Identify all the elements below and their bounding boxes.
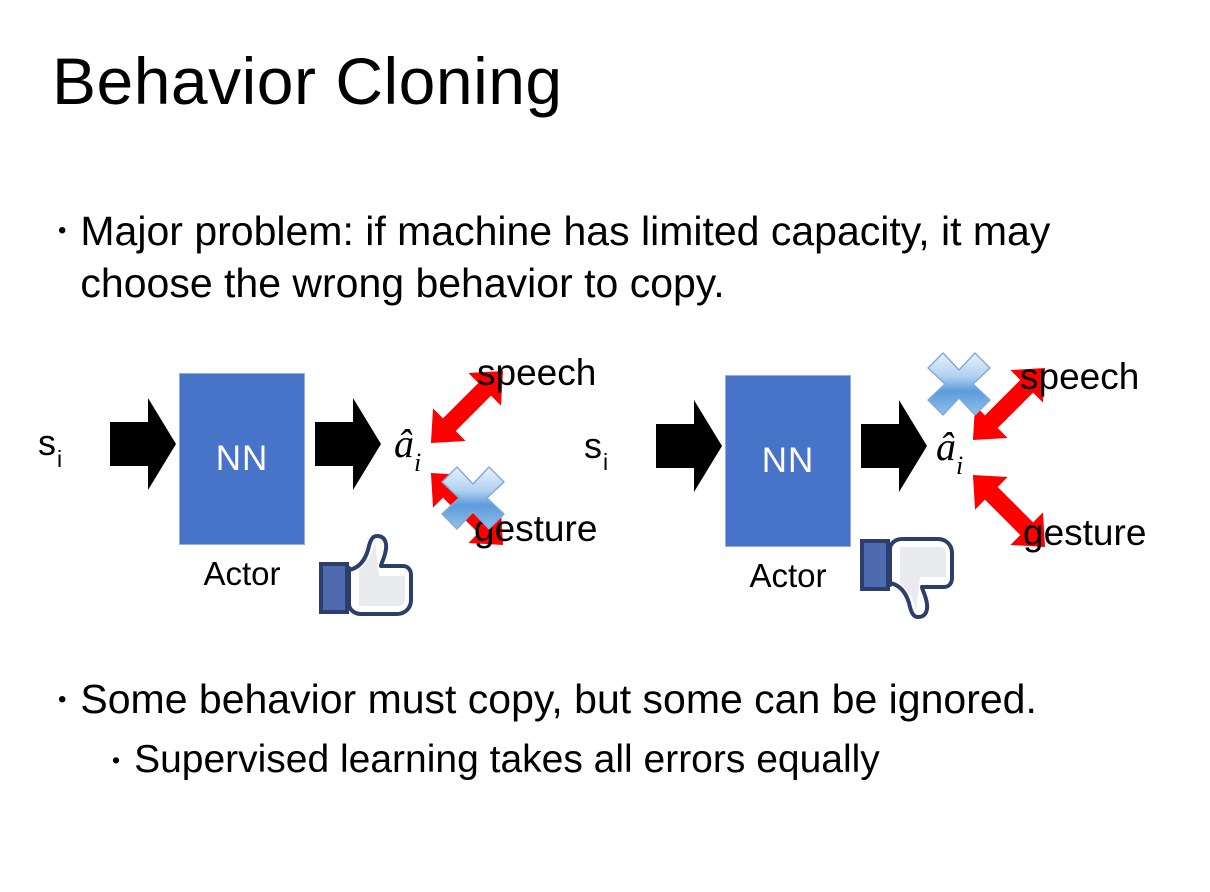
action-label-left: âi [394, 421, 422, 477]
input-arrow-left [110, 398, 176, 490]
diagram-right: si NN Actor âi [568, 340, 1146, 640]
action-label-right: âi [936, 424, 964, 480]
thumbs-down-icon [856, 527, 956, 623]
cross-out-icon-gesture-left [437, 462, 509, 534]
state-label-left: si [38, 422, 63, 473]
branch-arrow-gesture-right [950, 452, 1068, 570]
actor-label-left: Actor [203, 555, 281, 592]
input-arrow-right [656, 400, 722, 492]
cross-out-icon-speech-right [923, 348, 995, 420]
bullet-bottom-level1-text: Some behavior must copy, but some can be… [80, 676, 1037, 722]
nn-box-right[interactable]: NN [725, 375, 851, 547]
output-arrow-right [861, 400, 927, 492]
bullet-bottom-level2-text: Supervised learning takes all errors equ… [134, 738, 880, 781]
bullet-marker-icon: • [58, 217, 67, 244]
bullet-top: • Major problem: if machine has limited … [58, 205, 1148, 310]
nn-box-label: NN [761, 441, 815, 480]
bullet-marker-icon: • [58, 686, 67, 713]
branch-arrow-speech-right [950, 345, 1068, 463]
output-arrow-left [315, 398, 381, 490]
actor-label-right: Actor [749, 557, 827, 594]
thumbs-up-icon [315, 530, 415, 626]
branch-label-gesture-right: gesture [1023, 512, 1147, 553]
diagram-left: si NN Actor âi [22, 340, 597, 640]
nn-box-label: NN [215, 439, 269, 478]
bullet-top-text: Major problem: if machine has limited ca… [80, 208, 1051, 307]
nn-box-left[interactable]: NN [179, 373, 305, 545]
bullet-marker-icon: • [112, 747, 121, 773]
branch-arrow-speech-left [408, 348, 526, 466]
state-label-right: si [584, 425, 609, 476]
bullet-bottom-level2: • Supervised learning takes all errors e… [112, 737, 1172, 784]
branch-label-speech-left: speech [477, 352, 597, 393]
bullet-bottom-level1: • Some behavior must copy, but some can … [58, 675, 1168, 724]
branch-label-speech-right: speech [1020, 356, 1140, 397]
page-title: Behavior Cloning [52, 44, 563, 118]
